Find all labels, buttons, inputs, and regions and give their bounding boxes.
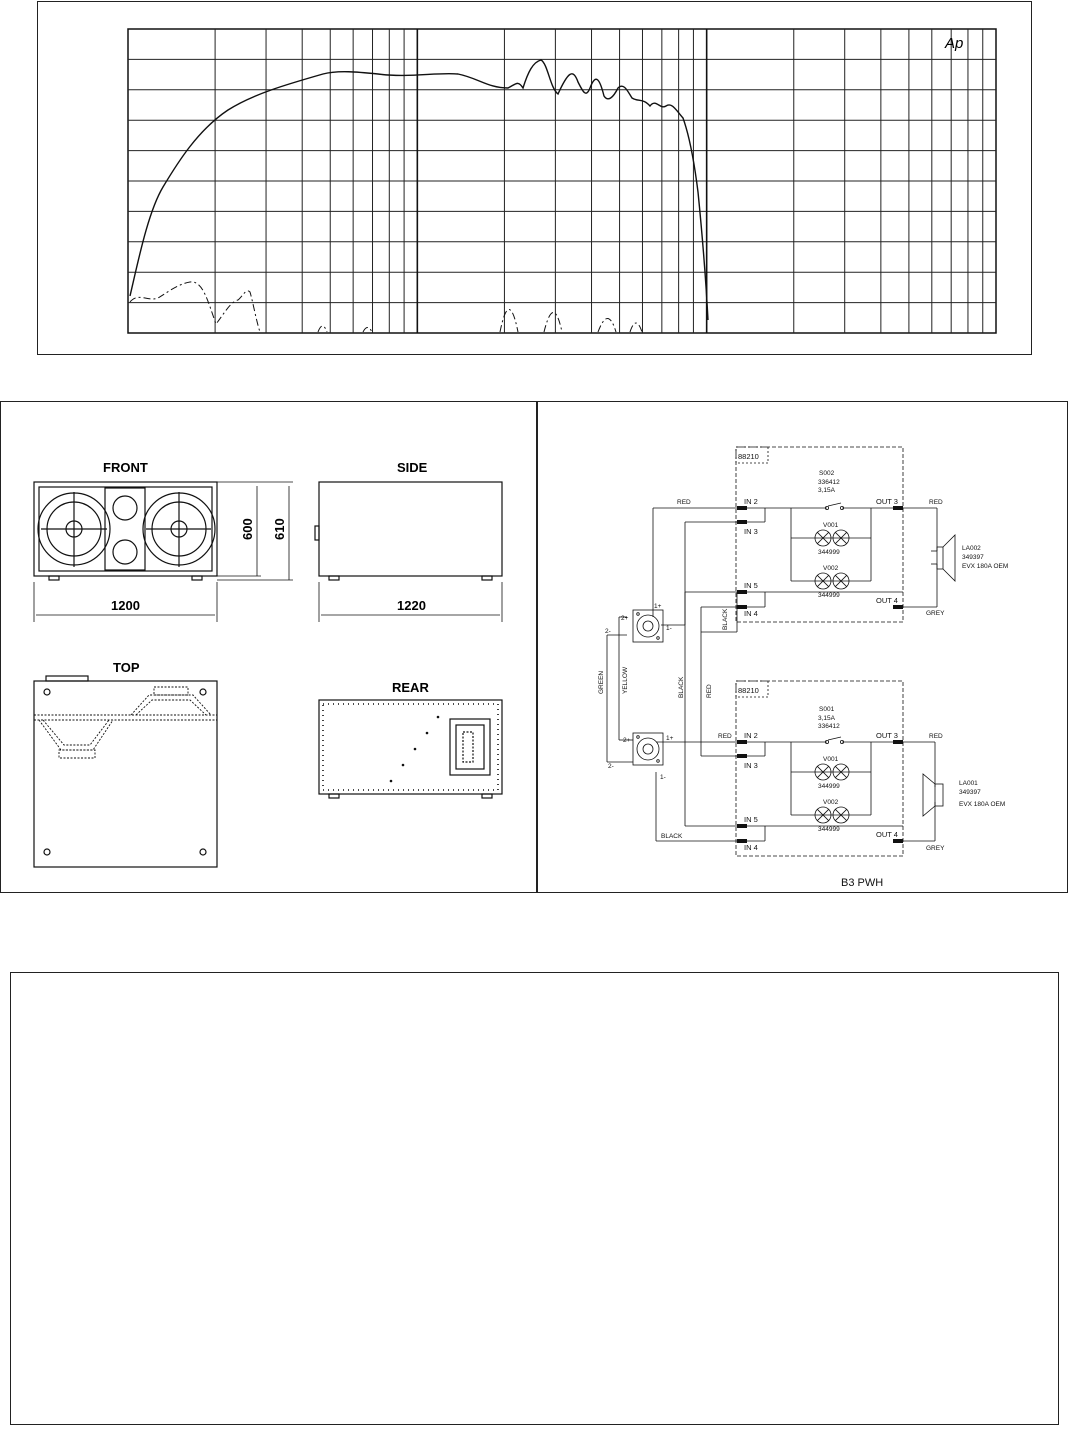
pin-2minus-upper: 2- bbox=[605, 628, 611, 635]
la002-label: LA002 bbox=[962, 545, 981, 552]
pin-2plus-upper: 2+ bbox=[621, 615, 629, 622]
out3-upper: OUT 3 bbox=[876, 497, 898, 506]
board-lower-label: 88210 bbox=[738, 686, 759, 695]
out4-lower: OUT 4 bbox=[876, 830, 898, 839]
pin-1minus-lower: 1- bbox=[660, 774, 666, 781]
schematic-panel: 88210 88210 S002 336412 3,15A S001 3,15A… bbox=[536, 401, 1068, 893]
schematic-title: B3 PWH bbox=[841, 877, 883, 889]
s002-label: S002 bbox=[819, 470, 835, 477]
dim-610: 610 bbox=[272, 518, 287, 540]
top-view bbox=[33, 675, 218, 868]
connector-upper bbox=[632, 609, 664, 643]
wire-grey-lower: GREY bbox=[926, 845, 945, 852]
board-lower bbox=[735, 680, 904, 857]
in5-lower: IN 5 bbox=[744, 815, 758, 824]
bulb-part-upper-1: 344999 bbox=[818, 549, 840, 556]
wire-yellow: YELLOW bbox=[622, 666, 629, 694]
wire-red-mid: RED bbox=[706, 684, 713, 698]
response-curve bbox=[129, 59, 709, 321]
s001-rating: 3,15A bbox=[818, 715, 836, 722]
la001-part: 349397 bbox=[959, 789, 981, 796]
bulb-part-upper-2: 344999 bbox=[818, 592, 840, 599]
s001-label: S001 bbox=[819, 706, 835, 713]
in2-upper: IN 2 bbox=[744, 497, 758, 506]
board-upper bbox=[735, 446, 904, 623]
v002-lower-label: V002 bbox=[823, 799, 839, 806]
la001-model: EVX 180A OEM bbox=[959, 801, 1005, 808]
pin-2plus-lower: 2+ bbox=[623, 737, 631, 744]
wire-grey-upper: GREY bbox=[926, 610, 945, 617]
driver-la001 bbox=[922, 773, 944, 817]
frequency-response-panel: Ap bbox=[37, 1, 1032, 355]
ap-logo: Ap bbox=[944, 35, 963, 52]
pin-2minus-lower: 2- bbox=[608, 763, 614, 770]
wire-black-mid: BLACK bbox=[678, 676, 685, 698]
in3-lower: IN 3 bbox=[744, 761, 758, 770]
side-view bbox=[314, 481, 503, 622]
rear-dots bbox=[389, 715, 440, 783]
pin-1plus-lower: 1+ bbox=[666, 735, 674, 742]
s002-rating: 3,15A bbox=[818, 487, 836, 494]
wire-black-lower: BLACK bbox=[661, 833, 683, 840]
board-upper-tag bbox=[735, 446, 769, 464]
empty-frame bbox=[10, 972, 1059, 1425]
bulb-v002-upper bbox=[814, 572, 850, 590]
la002-part: 349397 bbox=[962, 554, 984, 561]
side-label: SIDE bbox=[397, 460, 428, 475]
top-label: TOP bbox=[113, 660, 140, 675]
in3-upper: IN 3 bbox=[744, 527, 758, 536]
wire-black-upper: BLACK bbox=[722, 608, 729, 630]
v001-lower-label: V001 bbox=[823, 756, 839, 763]
horizontal-gridlines bbox=[128, 58, 996, 304]
la002-model: EVX 180A OEM bbox=[962, 563, 1008, 570]
out4-upper: OUT 4 bbox=[876, 596, 898, 605]
s002-part: 336412 bbox=[818, 479, 840, 486]
driver-la002 bbox=[931, 534, 956, 582]
bulb-v002-lower bbox=[814, 806, 850, 824]
dim-600: 600 bbox=[240, 518, 255, 540]
board-lower-tag bbox=[735, 680, 769, 698]
distortion-curve bbox=[129, 281, 643, 333]
front-view bbox=[33, 481, 293, 622]
wire-red-out-upper: RED bbox=[929, 499, 943, 506]
wire-red-in-upper: RED bbox=[677, 499, 691, 506]
out3-lower: OUT 3 bbox=[876, 731, 898, 740]
in4-upper: IN 4 bbox=[744, 609, 758, 618]
v001-upper-label: V001 bbox=[823, 522, 839, 529]
wire-red-in-lower: RED bbox=[718, 733, 732, 740]
bulb-v001-upper bbox=[814, 529, 850, 547]
wire-red-out-lower: RED bbox=[929, 733, 943, 740]
dim-1200: 1200 bbox=[111, 598, 140, 613]
rear-label: REAR bbox=[392, 680, 429, 695]
frequency-response-chart: Ap bbox=[127, 28, 997, 334]
cabinet-drawings: FRONT 600 bbox=[33, 460, 503, 868]
bulb-v001-lower bbox=[814, 763, 850, 781]
pin-1plus-upper: 1+ bbox=[654, 603, 662, 610]
board-upper-label: 88210 bbox=[738, 452, 759, 461]
wiring-schematic: 88210 88210 S002 336412 3,15A S001 3,15A… bbox=[598, 446, 1008, 889]
v002-upper-label: V002 bbox=[823, 565, 839, 572]
s001-part: 336412 bbox=[818, 723, 840, 730]
front-label: FRONT bbox=[103, 460, 148, 475]
drawings-panel: FRONT 600 bbox=[0, 401, 538, 893]
wire-green: GREEN bbox=[598, 671, 605, 694]
bulb-part-lower-1: 344999 bbox=[818, 783, 840, 790]
in4-lower: IN 4 bbox=[744, 843, 758, 852]
la001-label: LA001 bbox=[959, 780, 978, 787]
connector-lower bbox=[632, 732, 664, 766]
dim-1220: 1220 bbox=[397, 598, 426, 613]
bulb-part-lower-2: 344999 bbox=[818, 826, 840, 833]
pin-1minus-upper: 1- bbox=[666, 625, 672, 632]
in2-lower: IN 2 bbox=[744, 731, 758, 740]
rear-view bbox=[318, 699, 503, 799]
in5-upper: IN 5 bbox=[744, 581, 758, 590]
